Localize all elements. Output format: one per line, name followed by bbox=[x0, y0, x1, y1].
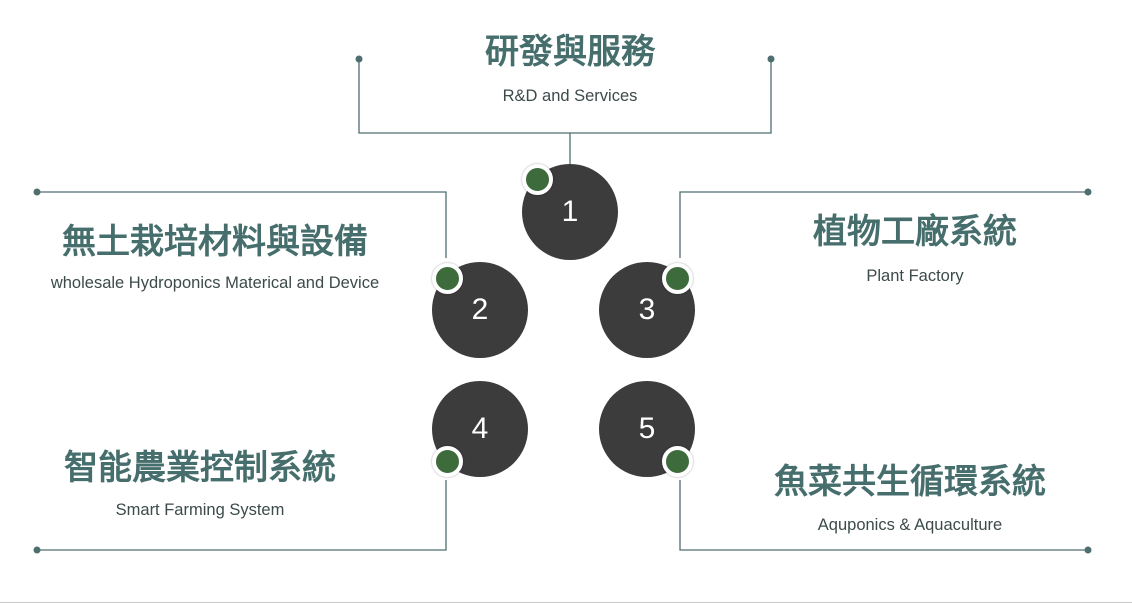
item-1-subtitle: R&D and Services bbox=[502, 87, 638, 105]
item-4-subtitle: Smart Farming System bbox=[115, 501, 285, 519]
item-1-title: 研發與服務 bbox=[485, 32, 655, 72]
step-2-marker-dot bbox=[432, 263, 463, 294]
item-4-title: 智能農業控制系統 bbox=[64, 448, 336, 488]
connector-5-end bbox=[1084, 546, 1092, 554]
connector-5 bbox=[679, 480, 1088, 551]
connector-1-end-right bbox=[767, 55, 775, 63]
item-2-subtitle: wholesale Hydroponics Materical and Devi… bbox=[50, 274, 380, 292]
connector-3-end bbox=[1084, 188, 1092, 196]
connector-2 bbox=[37, 191, 447, 258]
step-1-marker-dot bbox=[522, 164, 553, 195]
item-5-title: 魚菜共生循環系統 bbox=[774, 462, 1046, 502]
bottom-divider bbox=[0, 602, 1132, 603]
item-3-title: 植物工廠系統 bbox=[813, 212, 1017, 252]
step-4-marker-dot bbox=[432, 446, 463, 477]
item-2-title: 無土栽培材料與設備 bbox=[62, 222, 368, 262]
step-3-marker-dot bbox=[662, 263, 693, 294]
step-5-marker-dot bbox=[662, 446, 693, 477]
connector-4 bbox=[37, 480, 447, 551]
connector-4-end bbox=[33, 546, 41, 554]
connector-2-end bbox=[33, 188, 41, 196]
item-3-subtitle: Plant Factory bbox=[866, 267, 964, 285]
connector-1 bbox=[358, 59, 772, 134]
connector-1-end-left bbox=[355, 55, 363, 63]
connector-3 bbox=[679, 191, 1088, 258]
item-5-subtitle: Aquponics & Aquaculture bbox=[817, 516, 1003, 534]
